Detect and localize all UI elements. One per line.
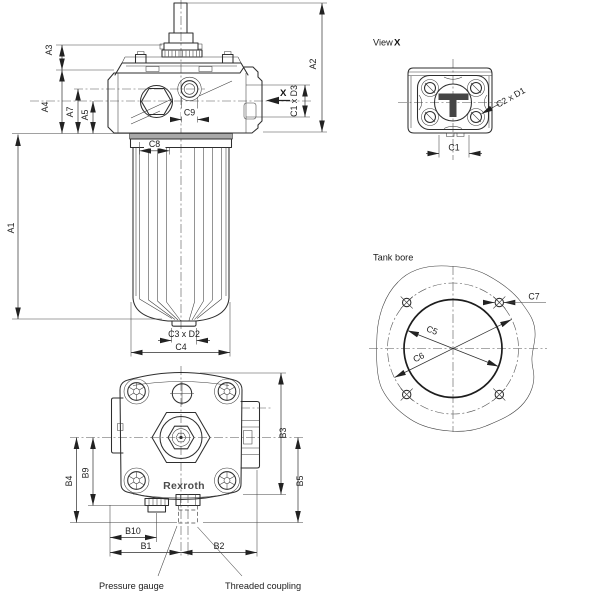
gauge-rod — [159, 2, 203, 58]
bottom-view: Rexroth B3 B5 B4 B9 B10 — [64, 366, 305, 591]
small-port-boss — [177, 76, 202, 102]
small-port-outer — [180, 80, 199, 98]
dim-label-b2: B2 — [214, 541, 225, 551]
dim-label-b1: B1 — [141, 541, 152, 551]
dim-label-a4: A4 — [40, 102, 50, 113]
view-x-body — [407, 67, 493, 137]
left-tab — [110, 397, 124, 454]
cover-bolt-right — [221, 51, 234, 64]
dim-label-a1: A1 — [6, 223, 16, 234]
drain-boss — [171, 320, 197, 327]
view-direction-arrow: X — [266, 88, 290, 105]
port-slot-horizontal — [438, 93, 469, 100]
dim-label-c3xd2: C3 x D2 — [168, 329, 200, 339]
gasket-band — [129, 133, 233, 140]
right-tab — [240, 400, 272, 469]
dim-label-c5: C5 — [425, 323, 439, 336]
dim-label-b5: B5 — [295, 476, 305, 487]
view-x-title: View — [373, 38, 393, 48]
bolt-circle — [387, 282, 519, 415]
main-view: A3 A4 A7 A5 A1 A2 X C1 x D3 C — [6, 0, 327, 357]
cover-bolt-left — [134, 51, 147, 64]
corner-bolts — [123, 378, 240, 494]
dim-label-c9: C9 — [184, 108, 195, 118]
tank-bore-view: Tank bore C5 C6 C7 — [369, 253, 547, 432]
tank-plate-outline — [376, 265, 536, 432]
view-x-title-letter: X — [394, 38, 401, 49]
view-x-bolt-holes — [421, 79, 485, 126]
filter-bowl — [132, 146, 230, 327]
dim-label-a3: A3 — [44, 45, 54, 56]
dim-label-a2: A2 — [308, 59, 318, 70]
bottom-head-outline — [119, 371, 243, 501]
callout-threaded-coupling: Threaded coupling — [225, 581, 301, 591]
dim-label-c7: C7 — [528, 292, 539, 302]
dim-label-a7: A7 — [65, 107, 75, 118]
dim-label-b3: B3 — [278, 428, 288, 439]
port-slot-vertical — [449, 100, 457, 117]
pressure-gauge-boss — [144, 497, 170, 513]
dim-label-c1xd3: C1 x D3 — [289, 85, 299, 117]
filter-cover — [114, 51, 249, 76]
dim-label-c4: C4 — [175, 342, 186, 352]
view-x-port — [433, 83, 473, 122]
tank-bolt-holes — [400, 296, 506, 401]
dim-label-c2xd1: C2 x D1 — [494, 85, 527, 109]
hex-plug-circle — [139, 84, 174, 119]
callout-pressure-gauge: Pressure gauge — [99, 581, 164, 591]
dim-label-b4: B4 — [64, 476, 74, 487]
dim-label-b10: B10 — [125, 526, 141, 536]
central-hex-plug — [151, 411, 211, 464]
dim-label-c1: C1 — [448, 143, 459, 153]
dim-label-c6: C6 — [411, 350, 426, 364]
filter-head — [107, 66, 263, 134]
view-x: View X C2 x D1 — [373, 38, 527, 160]
rexroth-logo: Rexroth — [163, 480, 205, 492]
view-arrowhead — [266, 96, 279, 105]
hex-plug — [140, 87, 173, 116]
view-arrow-label: X — [280, 88, 287, 99]
small-port-inner — [183, 83, 196, 95]
dim-label-a5: A5 — [80, 110, 90, 121]
threaded-coupling-boss — [175, 493, 201, 558]
view-x-flange — [416, 74, 490, 131]
bowl-collar — [129, 138, 233, 149]
dim-label-b9: B9 — [81, 468, 91, 479]
tank-bore-title: Tank bore — [373, 253, 413, 263]
dim-label-c8: C8 — [149, 139, 160, 149]
